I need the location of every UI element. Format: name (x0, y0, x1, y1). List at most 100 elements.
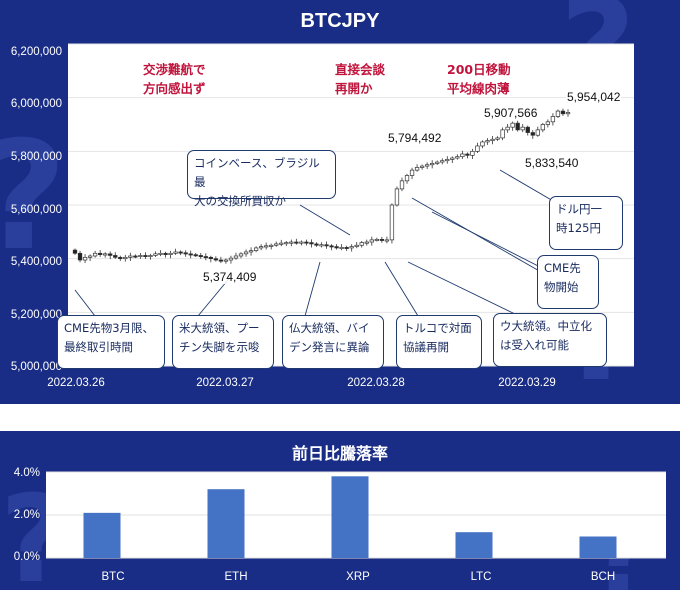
x-tick-label: 2022.03.26 (47, 377, 105, 389)
x-tick-label: 2022.03.28 (347, 377, 405, 389)
y-tick-label: 5,600,000 (10, 204, 62, 216)
candle-body (324, 244, 329, 247)
candle-body (218, 259, 224, 262)
candle-body (289, 241, 294, 244)
candle-body (203, 256, 208, 259)
candle-body (163, 252, 168, 255)
candle-body (334, 246, 339, 249)
candle-body (490, 138, 495, 141)
candle-body (264, 245, 269, 248)
decorative-question-mark: ? (0, 110, 67, 284)
candle-body (153, 253, 158, 256)
candle-body (359, 242, 364, 246)
price-annotation: 5,833,540 (524, 156, 580, 170)
candle-body (208, 256, 213, 260)
bar (579, 536, 617, 558)
candle-body (555, 110, 561, 117)
candle-body (128, 255, 133, 258)
callout-pointer (431, 211, 547, 271)
candle-body (123, 256, 128, 260)
news-callout: トルコで対面 協議再開 (396, 315, 482, 369)
candle-body (414, 167, 420, 171)
y-tick-label: 4.0% (13, 467, 40, 479)
candle-body (269, 244, 274, 247)
category-label: BTC (101, 571, 125, 583)
candle-body (450, 157, 455, 160)
x-tick-label: 2022.03.27 (196, 377, 254, 389)
candle-body (133, 255, 138, 258)
y-tick-label: 5,000,000 (10, 361, 62, 373)
y-tick-label: 5,200,000 (10, 309, 62, 321)
candle-body (515, 122, 520, 131)
candle-body (520, 126, 525, 131)
news-callout: ドル円一 時125円 (549, 196, 623, 250)
candle-body (92, 252, 98, 257)
category-label: XRP (346, 571, 370, 583)
price-annotation: 5,907,566 (483, 106, 539, 120)
candle-body (238, 253, 244, 257)
candle-body (274, 243, 279, 246)
bar (207, 489, 245, 558)
candle-body (460, 153, 465, 158)
bar (331, 476, 369, 558)
candle-body (193, 254, 198, 257)
candle-body (113, 255, 118, 258)
price-annotation: 5,954,042 (566, 90, 622, 104)
candle-body (178, 251, 183, 254)
candle-body (349, 246, 354, 249)
candle-body (399, 180, 405, 190)
candle-body (253, 247, 259, 251)
candle-body (470, 150, 475, 156)
candle-body (465, 153, 470, 156)
candle-body (364, 241, 369, 244)
candle-body (223, 259, 229, 262)
y-tick-label: 0.0% (13, 551, 40, 563)
bar (83, 512, 121, 558)
bar-chart-title: 前日比騰落率 (291, 446, 388, 463)
candle-body (284, 242, 289, 245)
candle-body (173, 251, 178, 254)
news-callout: コインベース、ブラジル最 大の交換所買収か (187, 150, 336, 208)
candle-body (430, 163, 435, 166)
y-tick-label: 6,000,000 (10, 98, 62, 110)
category-label: ETH (224, 571, 248, 583)
candle-body (384, 239, 390, 242)
candle-body (158, 252, 163, 255)
candle-body (500, 129, 505, 139)
y-tick-label: 2.0% (13, 509, 40, 521)
candle-body (339, 247, 344, 249)
candle-body (525, 126, 530, 133)
candle-body (354, 244, 359, 247)
category-label: BCH (590, 571, 616, 583)
candle-body (419, 165, 425, 168)
price-annotation: 5,374,409 (202, 270, 258, 284)
bar (455, 532, 493, 558)
callout-pointer (411, 197, 556, 281)
candle-body (485, 140, 490, 143)
callout-pointer (384, 261, 419, 317)
candle-body (560, 110, 566, 115)
candle-body (550, 116, 556, 123)
headline-annotation: 200日移動 平均線肉薄 (447, 62, 511, 96)
callout-pointer (74, 289, 96, 317)
news-callout: 米大統領、プー チン失脚を示唆 (172, 315, 274, 369)
candle-body (455, 156, 460, 159)
candle-body (228, 257, 234, 261)
candle-body (258, 246, 264, 249)
candle-body (77, 252, 83, 261)
candle-body (314, 243, 319, 246)
candle-body (198, 255, 203, 257)
candle-body (148, 255, 153, 257)
candle-body (344, 247, 349, 249)
candle-body (475, 145, 480, 152)
candle-body (379, 238, 385, 241)
candle-body (495, 137, 500, 140)
candle-body (480, 141, 485, 147)
candle-body (143, 255, 148, 257)
candle-body (304, 241, 309, 244)
candle-body (103, 253, 108, 256)
candle-body (389, 204, 395, 241)
candle-body (440, 160, 445, 163)
news-callout: CME先 物開始 (537, 255, 599, 309)
y-tick-label: 6,200,000 (10, 46, 62, 58)
